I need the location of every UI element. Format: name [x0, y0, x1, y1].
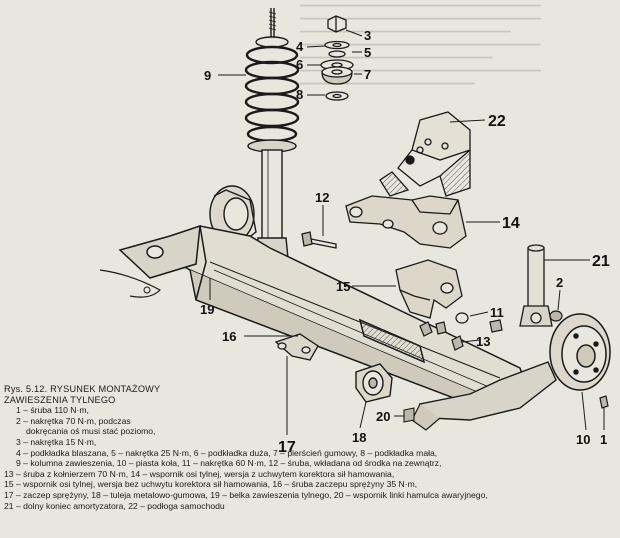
callout-4: 4	[296, 39, 304, 54]
callout-19: 19	[200, 302, 214, 317]
callout-10: 10	[576, 432, 590, 447]
bolts-13	[419, 312, 503, 351]
callout-22: 22	[488, 113, 506, 130]
caption-title-line1: Rys. 5.12. RYSUNEK MONTAŻOWY	[4, 384, 161, 394]
caption-item-2: 2 – nakrętka 70 N·m, podczas	[16, 415, 131, 426]
callout-3: 3	[364, 28, 371, 43]
caption-line-17: 17 – zaczep sprężyny, 18 – tuleja metalo…	[4, 489, 488, 500]
callout-8: 8	[296, 87, 303, 102]
callout-2: 2	[556, 275, 563, 290]
callout-5: 5	[364, 45, 371, 60]
caption-line-9: 9 – kolumna zawieszenia, 10 – piasta koł…	[16, 458, 442, 469]
callout-1: 1	[600, 432, 607, 447]
callout-6: 6	[296, 57, 303, 72]
callout-12: 12	[315, 190, 329, 205]
callout-14: 14	[502, 215, 520, 232]
axle-bracket-14	[345, 195, 467, 249]
spring-hook	[274, 333, 319, 361]
caption-line-4: 4 – podkładka blaszana, 5 – nakrętka 25 …	[16, 447, 438, 458]
nut-2	[549, 310, 563, 322]
caption-item-3: 3 – nakrętka 15 N·m,	[16, 436, 97, 447]
axle-beam	[118, 224, 531, 409]
callout-16: 16	[222, 329, 236, 344]
caption-line-15: 15 – wspornik osi tylnej, wersja bez uch…	[4, 479, 418, 490]
cable-bracket	[403, 407, 415, 423]
right-trailing-arm	[418, 361, 557, 421]
top-mount-parts	[320, 15, 354, 101]
caption-line-21: 21 – dolny koniec amortyzatora, 22 – pod…	[4, 500, 225, 511]
caption-item-2-cont: dokręcania oś musi stać poziomo,	[26, 426, 156, 437]
callout-18: 18	[352, 430, 366, 445]
caption-title-line2: ZAWIESZENIA TYLNEGO	[4, 394, 116, 405]
right-brake-drum	[549, 313, 611, 391]
bolt-12	[301, 231, 337, 249]
callout-20: 20	[376, 409, 390, 424]
leader-lines	[209, 29, 605, 435]
axle-bracket-15	[395, 259, 463, 319]
callout-17: 17	[278, 439, 296, 456]
faded-background-text: ━━━━━━━━━━━━━━━━━━━━━━━━━━━━━━━━━━━━━━━━…	[300, 1, 541, 90]
floor-pan	[379, 111, 471, 197]
figure-caption: Rys. 5.12. RYSUNEK MONTAŻOWY ZAWIESZENIA…	[4, 384, 616, 511]
caption-item-1: 1 – śruba 110 N·m,	[16, 405, 89, 416]
rubber-bush	[355, 363, 393, 403]
callout-21: 21	[592, 253, 610, 270]
brake-cable	[99, 269, 161, 298]
callout-9: 9	[204, 68, 211, 83]
callout-7: 7	[364, 67, 371, 82]
callout-11: 11	[490, 305, 504, 320]
shock-lower-end	[519, 244, 553, 327]
callout-13: 13	[476, 334, 490, 349]
caption-line-13: 13 – śruba z kołnierzem 70 N·m, 14 – wsp…	[4, 468, 395, 479]
callout-15: 15	[336, 279, 350, 294]
bolt-1	[599, 395, 609, 409]
